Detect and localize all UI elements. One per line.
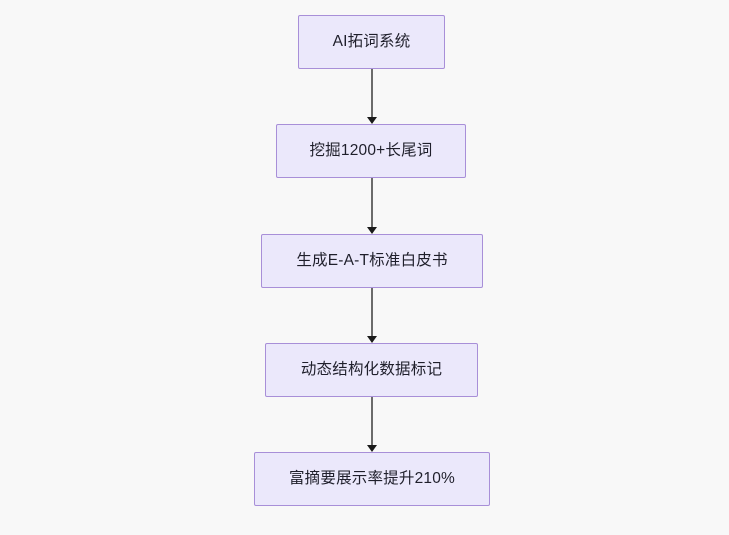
flow-node-dynamic-structured-data[interactable]: 动态结构化数据标记 xyxy=(265,343,478,397)
flow-connector-4 xyxy=(366,397,378,452)
arrowhead-icon xyxy=(367,227,377,234)
flow-node-label: 挖掘1200+长尾词 xyxy=(309,141,433,159)
arrowhead-icon xyxy=(367,336,377,343)
flow-connector-1 xyxy=(366,69,378,124)
connector-line xyxy=(371,69,373,117)
flow-node-label: 生成E-A-T标准白皮书 xyxy=(296,251,448,269)
flow-node-label: 富摘要展示率提升210% xyxy=(288,469,456,487)
arrowhead-icon xyxy=(367,117,377,124)
flow-connector-2 xyxy=(366,178,378,234)
flow-node-mine-longtail[interactable]: 挖掘1200+长尾词 xyxy=(276,124,466,178)
arrowhead-icon xyxy=(367,445,377,452)
flow-node-rich-snippet-result[interactable]: 富摘要展示率提升210% xyxy=(254,452,490,506)
flow-node-label: 动态结构化数据标记 xyxy=(300,360,443,378)
connector-line xyxy=(371,397,373,445)
flow-node-ai-keyword-system[interactable]: AI拓词系统 xyxy=(298,15,445,69)
flow-node-label: AI拓词系统 xyxy=(332,32,411,50)
connector-line xyxy=(371,288,373,336)
connector-line xyxy=(371,178,373,227)
flow-connector-3 xyxy=(366,288,378,343)
flow-node-generate-eat-whitepaper[interactable]: 生成E-A-T标准白皮书 xyxy=(261,234,483,288)
